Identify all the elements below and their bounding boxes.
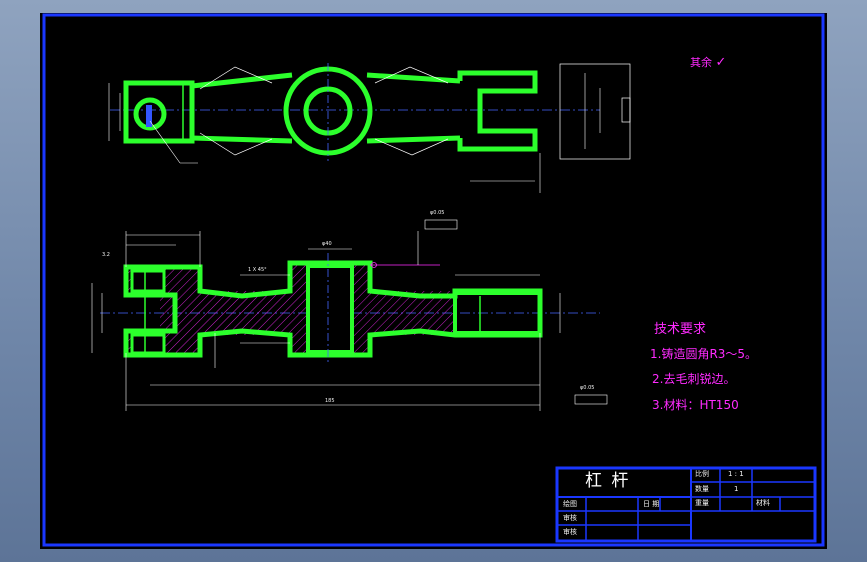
aux-view: [559, 63, 631, 160]
lever-section-outline: [123, 260, 543, 358]
drawing-border: [42, 13, 825, 547]
roughness-symbol-icon: ✓: [715, 55, 727, 70]
fork-end: [457, 70, 538, 152]
quantity-label: 数量: [695, 485, 709, 493]
left-boss: [123, 80, 195, 144]
left-pin-hole: [133, 97, 167, 131]
tech-req-item: 3.材料：HT150: [652, 398, 739, 412]
scale-value: 1 : 1: [728, 470, 744, 478]
title-block-lines: [555, 466, 817, 543]
tech-req-title: 技术要求: [654, 322, 707, 337]
scale-label: 比例: [695, 470, 709, 478]
overall-length-label: 185: [325, 398, 335, 404]
material-label: 材料: [756, 499, 770, 507]
part-name: 杠 杆: [585, 471, 631, 491]
tech-req-item: 1.铸造圆角R3～5。: [650, 347, 758, 361]
geometric-tolerance-label: φ0.05: [580, 385, 595, 391]
cad-drawing: [42, 13, 825, 547]
tech-req-item: 2.去毛刺锐边。: [652, 372, 736, 386]
review-label: 审核: [563, 528, 577, 536]
geometric-tolerance-label: φ0.05: [430, 210, 445, 216]
top-view: [108, 63, 631, 193]
check-label: 审核: [563, 514, 577, 522]
front-view: [91, 219, 608, 411]
chamfer-label: 1 X 45°: [248, 267, 267, 273]
center-bore-section: [306, 264, 354, 354]
drawn-label: 绘图: [563, 500, 577, 508]
bore-diameter-label: φ40: [322, 241, 332, 247]
date-label: 日 期: [643, 500, 660, 508]
drawing-sheet: 其余 ✓ 技术要求 1.铸造圆角R3～5。 2.去毛刺锐边。 3.材料：HT15…: [40, 13, 827, 549]
weight-label: 重量: [695, 499, 709, 507]
surface-finish-note: 其余 ✓: [690, 56, 726, 69]
surface-note-label: 其余: [690, 56, 712, 69]
roughness-label: 3.2: [102, 252, 110, 258]
quantity-value: 1: [734, 485, 739, 493]
